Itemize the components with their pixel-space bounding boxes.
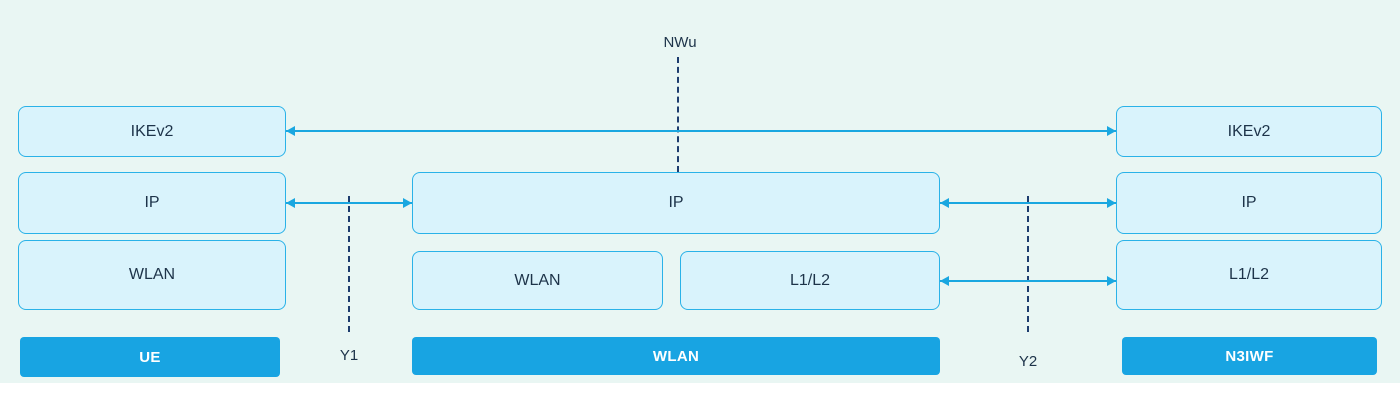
wlan-n3iwf-ip-arrow: [940, 198, 1116, 208]
bottom-margin-strip: [0, 383, 1400, 404]
ue-ip-box: IP: [18, 172, 286, 234]
wlan-n3iwf-l1l2-arrow: [940, 276, 1116, 286]
ue-wlan-box: WLAN: [18, 240, 286, 310]
wlan-wlan-box: WLAN: [412, 251, 663, 310]
y2-reference-line: [1027, 196, 1029, 332]
y2-interface-label: Y2: [1018, 353, 1038, 370]
wlan-ip-box: IP: [412, 172, 940, 234]
n3iwf-node-label: N3IWF: [1122, 337, 1377, 375]
ue-wlan-ip-arrow: [286, 198, 412, 208]
wlan-l1l2-box: L1/L2: [680, 251, 940, 310]
y1-reference-line: [348, 196, 350, 332]
y1-interface-label: Y1: [339, 347, 359, 364]
n3iwf-l1l2-box: L1/L2: [1116, 240, 1382, 310]
ue-node-label: UE: [20, 337, 280, 377]
n3iwf-ip-box: IP: [1116, 172, 1382, 234]
wlan-node-label: WLAN: [412, 337, 940, 375]
n3iwf-ikev2-box: IKEv2: [1116, 106, 1382, 157]
nwu-reference-line: [677, 57, 679, 172]
nwu-interface-label: NWu: [663, 34, 697, 51]
ikev2-link-arrow: [286, 126, 1116, 136]
ue-ikev2-box: IKEv2: [18, 106, 286, 157]
